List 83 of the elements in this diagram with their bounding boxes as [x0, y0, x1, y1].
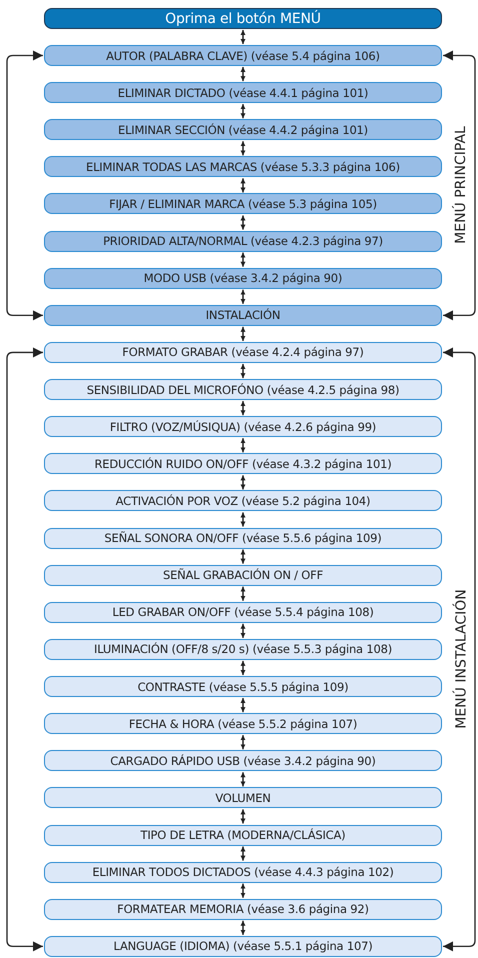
double-arrow [240, 438, 246, 452]
menu-item-text: CONTRASTE (véase 5.5.5 página 109) [138, 680, 348, 694]
menu-item-text: INSTALACIÓN [206, 308, 280, 322]
menu-item-box [44, 379, 442, 400]
menu-item-box [44, 898, 442, 920]
double-arrow [240, 252, 246, 267]
menu-item-box [44, 564, 442, 586]
double-arrow [240, 475, 246, 490]
menu-item-box [44, 750, 442, 772]
menu-item-text: TIPO DE LETRA (MODERNA/CLÁSICA) [140, 828, 346, 842]
double-arrow [240, 735, 246, 750]
double-arrow [240, 772, 246, 786]
double-arrow [240, 698, 246, 712]
menu-item-text: LANGUAGE (IDIOMA) (véase 5.5.1 página 107) [114, 939, 372, 954]
menu-item-text: SENSIBILIDAD DEL MICROFÓNO (véase 4.2.5 página 98) [86, 382, 400, 397]
menu-item-box [44, 119, 442, 140]
menu-item-text: SEÑAL SONORA ON/OFF (véase 5.5.6 página 109) [104, 531, 382, 546]
menu-item-text: ELIMINAR DICTADO (véase 4.4.1 página 101) [118, 86, 368, 100]
menu-item-box [44, 304, 442, 326]
menu-item-box [44, 45, 442, 66]
section-label: MENÚ INSTALACIÓN [453, 590, 470, 730]
menu-item-box [44, 490, 442, 512]
double-arrow [240, 141, 246, 156]
double-arrow [240, 586, 246, 601]
menu-item-text: FIJAR / ELIMINAR MARCA (véase 5.3 página 105) [109, 196, 377, 211]
menu-item-text: ILUMINACIÓN (OFF/8 s/20 s) (véase 5.5.3 página 108) [94, 642, 392, 656]
menu-item-text: PRIORIDAD ALTA/NORMAL (véase 4.2.3 página 97) [103, 234, 383, 248]
menu-item-text: ACTIVACIÓN POR VOZ (véase 5.2 página 104) [116, 494, 370, 508]
menu-item-text: FILTRO (VOZ/MÚSIQUA) (véase 4.2.6 página 99) [110, 420, 376, 434]
double-arrow [240, 178, 246, 192]
double-arrow [240, 30, 246, 44]
menu-item-box [44, 638, 442, 660]
header-box [44, 8, 442, 29]
menu-item-box [44, 416, 442, 438]
menu-item-text: MODO USB (véase 3.4.2 página 90) [144, 271, 342, 286]
menu-item-box [44, 193, 442, 214]
menu-item-text: LED GRABAR ON/OFF (véase 5.5.4 página 108) [112, 605, 374, 620]
menu-item-box [44, 342, 442, 363]
menu-item-text: FECHA & HORA (véase 5.5.2 página 107) [128, 716, 358, 731]
menu-item-text: AUTOR (PALABRA CLAVE) (véase 5.4 página 106) [106, 48, 380, 62]
menu-item-box [44, 528, 442, 549]
menu-item-text: VOLUMEN [215, 790, 271, 805]
double-arrow [240, 920, 246, 935]
loop-arrow [443, 347, 476, 952]
menu-item-text: SEÑAL GRABACIÓN ON / OFF [162, 568, 323, 582]
loop-arrow [6, 347, 43, 952]
loop-arrow [443, 50, 476, 320]
menu-item-box [44, 862, 442, 883]
menu-item-box [44, 453, 442, 474]
menu-item-box [44, 82, 442, 104]
menu-item-box [44, 824, 442, 846]
menu-item-box [44, 156, 442, 178]
loop-arrow [6, 50, 43, 320]
double-arrow [240, 809, 246, 824]
double-arrow [240, 290, 246, 304]
menu-item-text: ELIMINAR TODOS DICTADOS (véase 4.4.3 página 102) [92, 865, 394, 880]
menu-item-text: ELIMINAR TODAS LAS MARCAS (véase 5.3.3 página 106) [86, 160, 400, 174]
double-arrow [240, 846, 246, 861]
double-arrow [240, 401, 246, 416]
double-arrow [240, 624, 246, 638]
double-arrow [240, 67, 246, 82]
menu-item-box [44, 713, 442, 734]
menu-item-box [44, 230, 442, 252]
menu-item-text: Oprima el botón MENÚ [165, 10, 321, 26]
double-arrow [240, 550, 246, 564]
menu-item-box [44, 787, 442, 808]
double-arrow [240, 326, 246, 341]
menu-item-text: REDUCCIÓN RUIDO ON/OFF (véase 4.3.2 página 101) [94, 456, 392, 471]
menu-item-box [44, 602, 442, 623]
menu-item-text: FORMATEAR MEMORIA (véase 3.6 página 92) [117, 902, 369, 916]
double-arrow [240, 660, 246, 676]
double-arrow [240, 364, 246, 378]
menu-item-text: ELIMINAR SECCIÓN (véase 4.4.2 página 101) [118, 122, 368, 137]
menu-item-text: FORMATO GRABAR (véase 4.2.4 página 97) [122, 345, 364, 360]
double-arrow [240, 512, 246, 527]
menu-item-box [44, 676, 442, 698]
double-arrow [240, 215, 246, 230]
double-arrow [240, 104, 246, 118]
menu-item-text: CARGADO RÁPIDO USB (véase 3.4.2 página 90) [110, 754, 376, 768]
section-label: MENÚ PRINCIPAL [452, 126, 469, 244]
double-arrow [240, 884, 246, 898]
menu-item-box [44, 268, 442, 289]
menu-item-box [44, 936, 442, 957]
